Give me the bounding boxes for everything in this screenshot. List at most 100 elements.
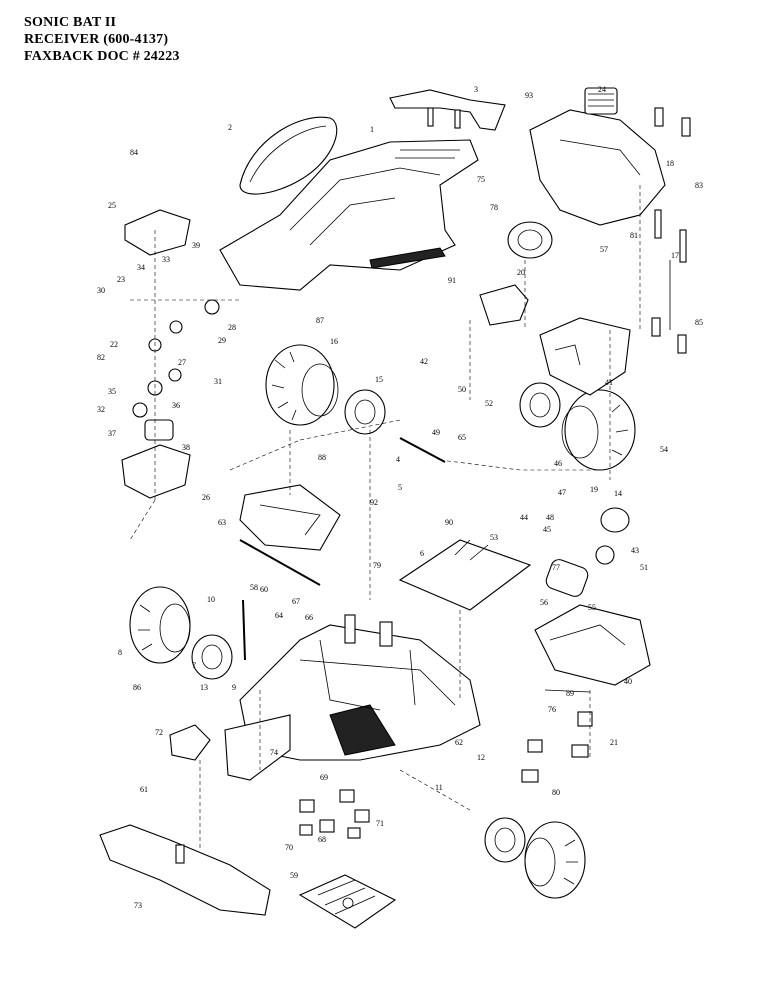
callout-65: 65 [458, 433, 466, 442]
front-right-hub-part [519, 382, 561, 428]
callout-4: 4 [396, 455, 400, 464]
motor-cover-part [529, 87, 666, 226]
front-bumper-part [99, 824, 271, 916]
callout-29: 29 [218, 336, 226, 345]
callout-19: 19 [590, 485, 598, 494]
callout-85: 85 [695, 318, 703, 327]
model-title: SONIC BAT II [24, 15, 117, 30]
callout-20: 20 [517, 268, 525, 277]
callout-35: 35 [108, 387, 116, 396]
callout-61: 61 [140, 785, 148, 794]
callout-67: 67 [292, 597, 300, 606]
bumper-mount-part [169, 714, 291, 781]
callout-68: 68 [318, 835, 326, 844]
skid-plate-part [298, 874, 397, 929]
callout-13: 13 [200, 683, 208, 692]
rear-right-tire-part [524, 821, 586, 899]
front-axle-part [399, 437, 446, 463]
callout-3: 3 [474, 85, 478, 94]
gearbox-housing-part [534, 604, 651, 686]
callout-55: 55 [588, 603, 596, 612]
callout-77: 77 [552, 563, 560, 572]
document-header: SONIC BAT II RECEIVER (600-4137) FAXBACK… [24, 14, 180, 65]
callout-92: 92 [370, 498, 378, 507]
callout-11: 11 [435, 783, 443, 792]
rear-right-hub-part [484, 817, 526, 863]
callout-39: 39 [192, 241, 200, 250]
callout-2: 2 [228, 123, 232, 132]
callout-83: 83 [695, 181, 703, 190]
drive-motor-part [545, 507, 630, 597]
tie-rod-part [239, 539, 321, 661]
callout-47: 47 [558, 488, 566, 497]
callout-70: 70 [285, 843, 293, 852]
battery-tray-part [398, 539, 532, 611]
callout-60: 60 [260, 585, 268, 594]
callout-49: 49 [432, 428, 440, 437]
callout-12: 12 [477, 753, 485, 762]
callout-45: 45 [543, 525, 551, 534]
callout-73: 73 [134, 901, 142, 910]
callout-31: 31 [214, 377, 222, 386]
callout-17: 17 [671, 251, 679, 260]
callout-63: 63 [218, 518, 226, 527]
rear-left-hub-part [191, 634, 233, 680]
callout-27: 27 [178, 358, 186, 367]
callout-88: 88 [318, 453, 326, 462]
chassis-clips-part [299, 789, 370, 839]
callout-23: 23 [117, 275, 125, 284]
callout-51: 51 [640, 563, 648, 572]
callout-6: 6 [420, 549, 424, 558]
faxback-document-number: FAXBACK DOC # 24223 [24, 49, 180, 64]
rear-wing-part [389, 89, 506, 131]
suspension-arm-part [539, 317, 631, 396]
callout-69: 69 [320, 773, 328, 782]
callout-52: 52 [485, 399, 493, 408]
callout-76: 76 [548, 705, 556, 714]
callout-46: 46 [554, 459, 562, 468]
bumper-clip-part [479, 284, 529, 326]
callout-18: 18 [666, 159, 674, 168]
callout-28: 28 [228, 323, 236, 332]
callout-90: 90 [445, 518, 453, 527]
callout-34: 34 [137, 263, 145, 272]
callout-33: 33 [162, 255, 170, 264]
callout-82: 82 [97, 353, 105, 362]
callout-89: 89 [566, 689, 574, 698]
rear-brackets-part [521, 689, 593, 783]
callout-40: 40 [624, 677, 632, 686]
callout-37: 37 [108, 429, 116, 438]
rear-left-tire-part [129, 586, 191, 664]
callout-54: 54 [660, 445, 668, 454]
motor-can-part [507, 221, 553, 259]
callout-57: 57 [600, 245, 608, 254]
callout-66: 66 [305, 613, 313, 622]
callout-86: 86 [133, 683, 141, 692]
callout-81: 81 [630, 231, 638, 240]
callout-58: 58 [250, 583, 258, 592]
callout-71: 71 [376, 819, 384, 828]
callout-21: 21 [610, 738, 618, 747]
receiver-board-part [239, 484, 341, 551]
leader-lines [129, 185, 641, 850]
callout-22: 22 [110, 340, 118, 349]
body-shell-part [219, 139, 479, 291]
callout-1: 1 [370, 125, 374, 134]
callout-44: 44 [520, 513, 528, 522]
callout-56: 56 [540, 598, 548, 607]
callout-72: 72 [155, 728, 163, 737]
callout-79: 79 [373, 561, 381, 570]
callout-30: 30 [97, 286, 105, 295]
callout-24: 24 [598, 85, 606, 94]
callout-62: 62 [455, 738, 463, 747]
callout-38: 38 [182, 443, 190, 452]
callout-87: 87 [316, 316, 324, 325]
callout-15: 15 [375, 375, 383, 384]
callout-8: 8 [118, 648, 122, 657]
callout-53: 53 [490, 533, 498, 542]
front-right-tire-part [561, 389, 636, 471]
callout-26: 26 [202, 493, 210, 502]
callout-64: 64 [275, 611, 283, 620]
callout-43: 43 [631, 546, 639, 555]
